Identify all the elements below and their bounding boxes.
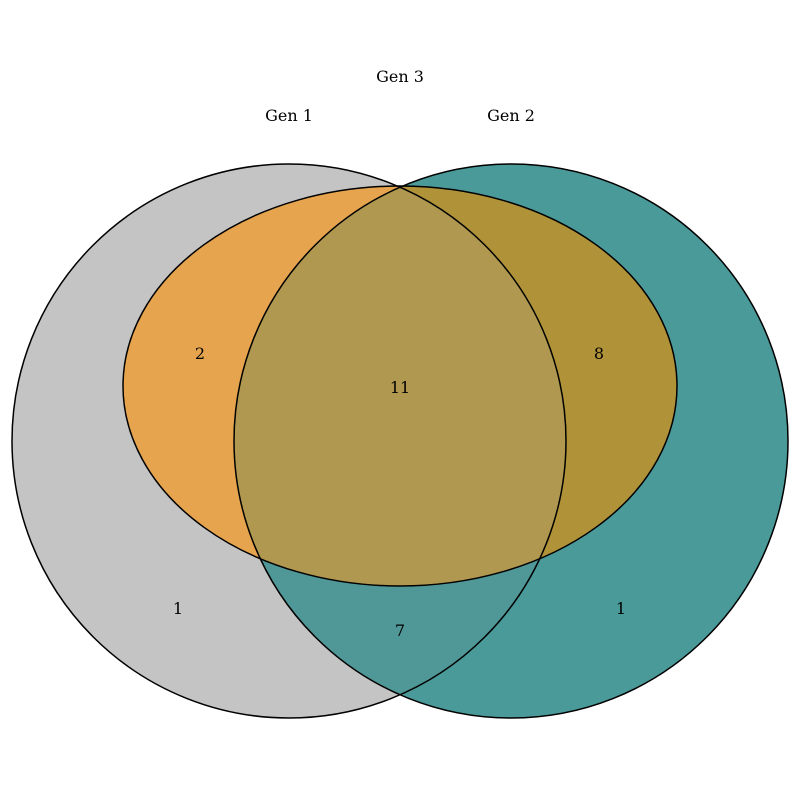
gen3-outline <box>122 185 678 587</box>
gen2-label: Gen 2 <box>487 106 535 125</box>
count-gen1-only: 1 <box>173 599 183 618</box>
gen1-label: Gen 1 <box>265 106 313 125</box>
count-gen1-gen2: 7 <box>395 621 405 640</box>
gen2-outline <box>233 163 789 719</box>
gen1-outline <box>11 163 567 719</box>
gen3-label: Gen 3 <box>376 67 424 86</box>
count-gen2-only: 1 <box>616 599 626 618</box>
count-gen1-gen3: 2 <box>195 344 205 363</box>
count-all-three: 11 <box>390 378 410 397</box>
count-gen2-gen3: 8 <box>594 344 604 363</box>
